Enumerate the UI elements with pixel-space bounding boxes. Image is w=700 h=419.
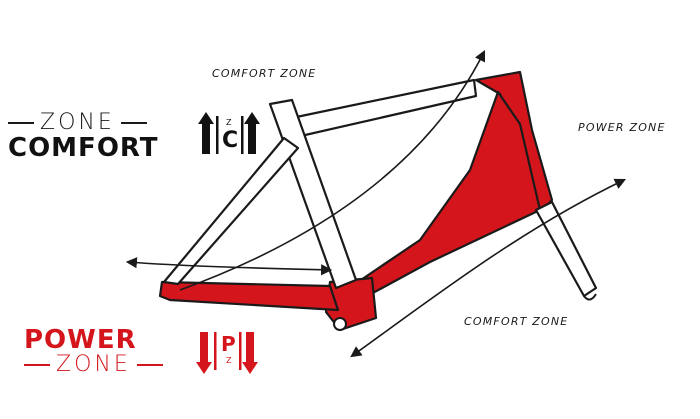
comfort-badge-letter: C <box>222 128 239 153</box>
comfort-legend-zone-word: ZONE <box>40 110 115 135</box>
arrow-power <box>350 178 627 358</box>
comfort-legend-main-word: COMFORT <box>8 133 159 163</box>
comfort-zone-legend: ZONE COMFORT <box>8 112 159 162</box>
power-badge-icon <box>196 332 258 374</box>
dash-left <box>24 364 50 366</box>
power-badge-letter: P <box>221 332 236 356</box>
dash-right <box>120 122 147 124</box>
comfort-badge-icon <box>198 112 260 154</box>
dash-right <box>136 364 163 366</box>
power-zone-legend: POWER ZONE <box>24 326 163 376</box>
arrow-comfort-left <box>125 257 333 276</box>
comfort-badge-small: Z <box>226 118 232 127</box>
power-legend-main-word: POWER <box>24 325 137 355</box>
dash-left <box>8 122 34 124</box>
power-legend-zone-word: ZONE <box>56 352 131 377</box>
comfort-zone-bottom-label: COMFORT ZONE <box>464 315 569 328</box>
bb-bolt <box>333 317 347 331</box>
power-badge-small: Z <box>226 356 232 365</box>
comfort-zone-top-label: COMFORT ZONE <box>212 67 317 80</box>
power-zone-right-label: POWER ZONE <box>578 121 666 134</box>
